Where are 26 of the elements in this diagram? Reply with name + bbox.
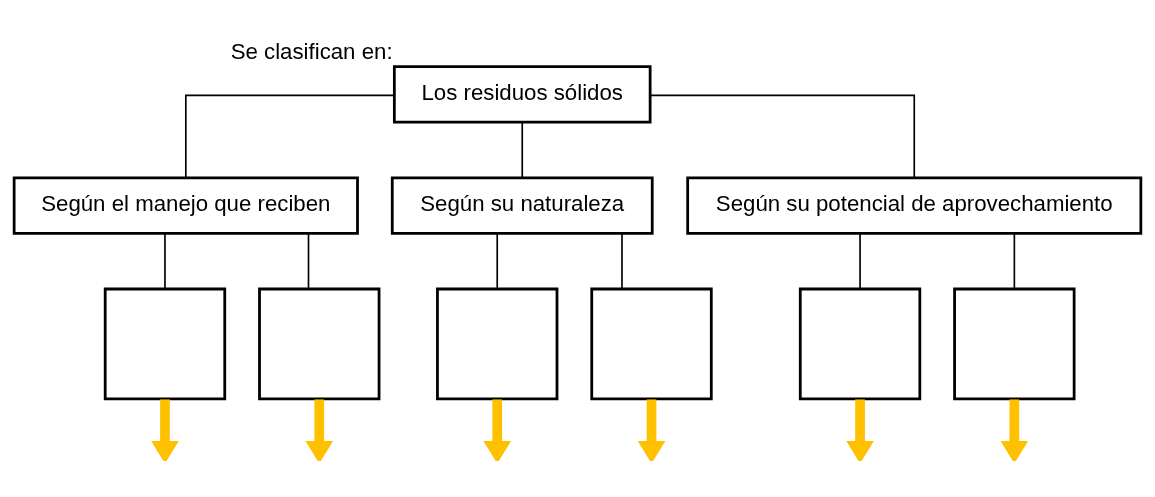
connector: [621, 232, 623, 290]
connector: [164, 232, 166, 290]
node-box: [103, 287, 227, 401]
arrow: [846, 399, 874, 461]
arrow: [151, 399, 179, 461]
arrow: [305, 399, 334, 461]
node-box: [953, 287, 1076, 401]
arrow: [1000, 399, 1029, 461]
arrow: [637, 399, 666, 461]
node-label: Se clasifican en:: [230, 39, 393, 65]
node-box: [798, 287, 922, 401]
node-box: Según su naturaleza: [390, 176, 654, 235]
connector: [649, 94, 916, 179]
node-box: [590, 287, 713, 401]
connector: [859, 232, 861, 290]
connector: [307, 232, 310, 290]
node-box: Según su potencial de aprovechamiento: [686, 176, 1143, 235]
node-box: Según el manejo que reciben: [12, 176, 359, 235]
arrow: [483, 399, 511, 461]
node-box: Los residuos sólidos: [392, 65, 652, 124]
node-box: [258, 287, 381, 401]
connector: [521, 121, 524, 179]
connector: [496, 232, 499, 290]
node-box: [436, 287, 559, 401]
connector: [1013, 232, 1016, 290]
connector: [185, 94, 395, 179]
